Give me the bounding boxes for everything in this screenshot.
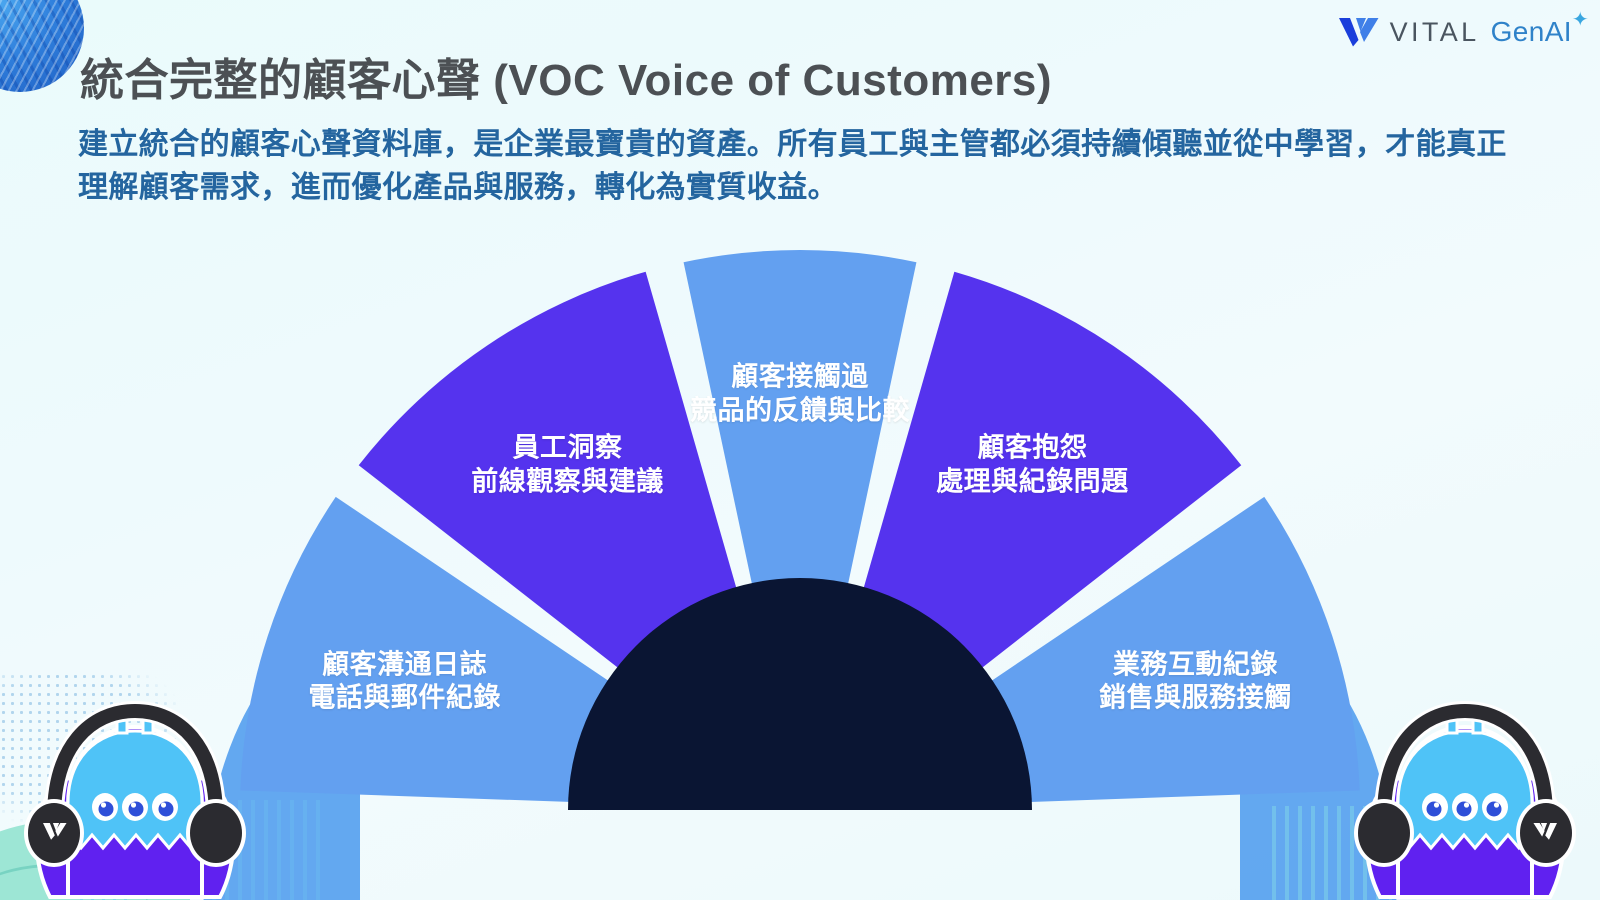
segment-label-line2: 處理與紀錄問題 (936, 466, 1129, 497)
segment-label-customer-communication-log: 顧客溝通日誌電話與郵件紀錄 (308, 648, 501, 715)
logo-product-label: GenAI (1490, 16, 1572, 47)
segment-label-line1: 顧客溝通日誌 (322, 649, 488, 680)
logo-product-text: GenAI ✦ (1490, 10, 1589, 48)
mascot-left (10, 685, 260, 900)
segment-label-line2: 前線觀察與建議 (471, 466, 664, 497)
segment-label-competitor-feedback: 顧客接觸過競品的反饋與比較 (690, 361, 910, 428)
segment-label-line2: 銷售與服務接觸 (1099, 682, 1292, 713)
voc-monster-headphones-icon (24, 700, 246, 899)
voc-monster-headphones-icon (1354, 700, 1576, 899)
sparkle-icon: ✦ (1571, 9, 1589, 31)
segment-label-line1: 顧客接觸過 (731, 361, 869, 392)
mascot-right (1340, 685, 1590, 900)
page-title: 統合完整的顧客心聲 (VOC Voice of Customers) (80, 56, 1053, 105)
segment-label-line1: 業務互動紀錄 (1112, 649, 1278, 680)
segment-label-employee-insight: 員工洞察前線觀察與建議 (471, 432, 664, 499)
marbled-blue-circle-icon (0, 0, 84, 92)
segment-label-line2: 競品的反饋與比較 (690, 395, 910, 426)
segment-label-customer-complaint: 顧客抱怨處理與紀錄問題 (936, 432, 1129, 499)
vital-v-mark-icon (1338, 18, 1379, 47)
voc-fan-diagram: 顧客溝通日誌電話與郵件紀錄員工洞察前線觀察與建議顧客接觸過競品的反饋與比較顧客抱… (180, 249, 1420, 870)
segment-label-line2: 電話與郵件紀錄 (308, 682, 501, 713)
fan-segments (240, 249, 1360, 810)
fan-segment-competitor-feedback[interactable] (683, 249, 917, 810)
segment-label-line1: 顧客抱怨 (977, 432, 1088, 463)
segment-label-sales-interaction-record: 業務互動紀錄銷售與服務接觸 (1099, 648, 1292, 715)
fan-hub[interactable] (568, 578, 1032, 810)
brand-logo: VITAL GenAI ✦ (1338, 10, 1589, 54)
logo-brand-text: VITAL (1389, 16, 1480, 47)
segment-label-line1: 員工洞察 (512, 432, 623, 463)
page-subtitle: 建立統合的顧客心聲資料庫，是企業最寶貴的資產。所有員工與主管都必須持續傾聽並從中… (78, 128, 1507, 204)
